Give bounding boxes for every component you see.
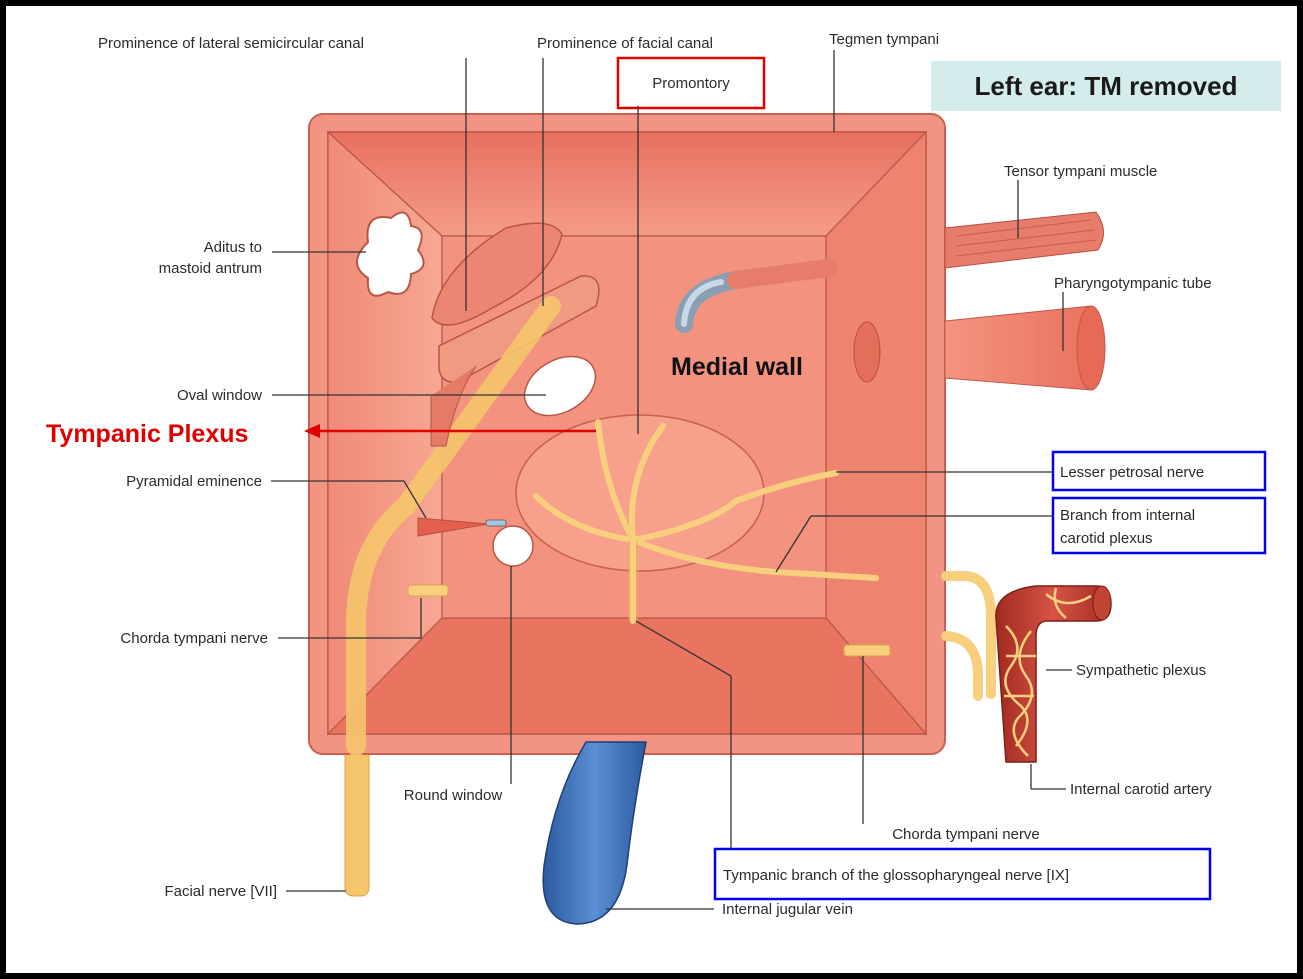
label-promontory: Promontory (652, 75, 730, 92)
label-aditus-1: Aditus to (204, 239, 262, 256)
label-chorda-left: Chorda tympani nerve (120, 630, 268, 647)
label-pyramidal: Pyramidal eminence (126, 473, 262, 490)
label-jugular: Internal jugular vein (722, 901, 853, 918)
label-aditus-2: mastoid antrum (159, 260, 262, 277)
label-sympathetic: Sympathetic plexus (1076, 662, 1206, 679)
tube-orifice (854, 322, 880, 382)
facial-nerve-stem (345, 746, 369, 896)
promontory (516, 415, 764, 571)
round-window (493, 526, 533, 566)
ear-diagram: Left ear: TM removed Medial wall Tympani… (6, 6, 1297, 973)
label-tensor: Tensor tympani muscle (1004, 163, 1157, 180)
label-lateral-canal: Prominence of lateral semicircular canal (98, 35, 364, 52)
label-pharyngo: Pharyngotympanic tube (1054, 275, 1212, 292)
label-lesser-petrosal: Lesser petrosal nerve (1060, 464, 1204, 481)
label-facial-canal: Prominence of facial canal (537, 35, 713, 52)
diagram-title: Left ear: TM removed (975, 71, 1238, 101)
label-tympanic-branch: Tympanic branch of the glossopharyngeal … (723, 867, 1069, 884)
label-oval-window: Oval window (177, 387, 262, 404)
chorda-tympani-right-segment (844, 645, 890, 656)
tensor-tympani-muscle (945, 212, 1104, 268)
label-branch-1: Branch from internal (1060, 507, 1195, 524)
label-chorda-right: Chorda tympani nerve (892, 826, 1040, 843)
label-internal-carotid: Internal carotid artery (1070, 781, 1212, 798)
label-round-window: Round window (404, 787, 503, 804)
medial-wall-label: Medial wall (671, 353, 803, 381)
chorda-exit (946, 636, 978, 696)
label-facial-nerve: Facial nerve [VII] (164, 883, 277, 900)
label-branch-2: carotid plexus (1060, 530, 1153, 547)
stapedius-tendon (486, 520, 506, 526)
internal-jugular-vein (543, 742, 646, 924)
tube-opening (1077, 306, 1105, 390)
label-tegmen: Tegmen tympani (829, 31, 939, 48)
chorda-tympani-left-segment (408, 585, 448, 596)
tensor-tympani-belly (736, 268, 828, 280)
artery-end (1093, 586, 1111, 620)
tympanic-plexus-label: Tympanic Plexus (46, 420, 248, 448)
